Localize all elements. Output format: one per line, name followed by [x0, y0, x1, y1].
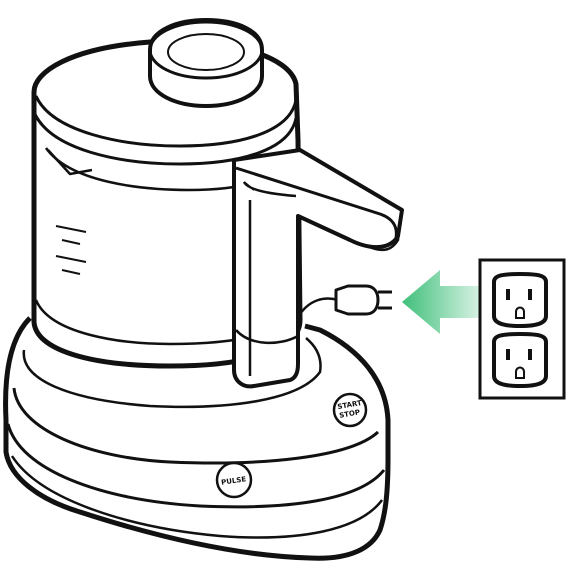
- start-stop-button[interactable]: START STOP: [332, 392, 368, 428]
- arrow-left-icon: [402, 270, 500, 334]
- pulse-label: PULSE: [221, 475, 247, 486]
- lid-cap-icon: [148, 17, 264, 109]
- power-cord: [298, 297, 339, 315]
- stop-label: STOP: [339, 408, 361, 420]
- plug-icon: [334, 284, 392, 316]
- pitcher-handle-icon: [232, 148, 404, 389]
- pulse-button[interactable]: PULSE: [215, 461, 253, 499]
- wall-outlet-icon: [478, 258, 566, 400]
- measurement-marks: [55, 225, 87, 275]
